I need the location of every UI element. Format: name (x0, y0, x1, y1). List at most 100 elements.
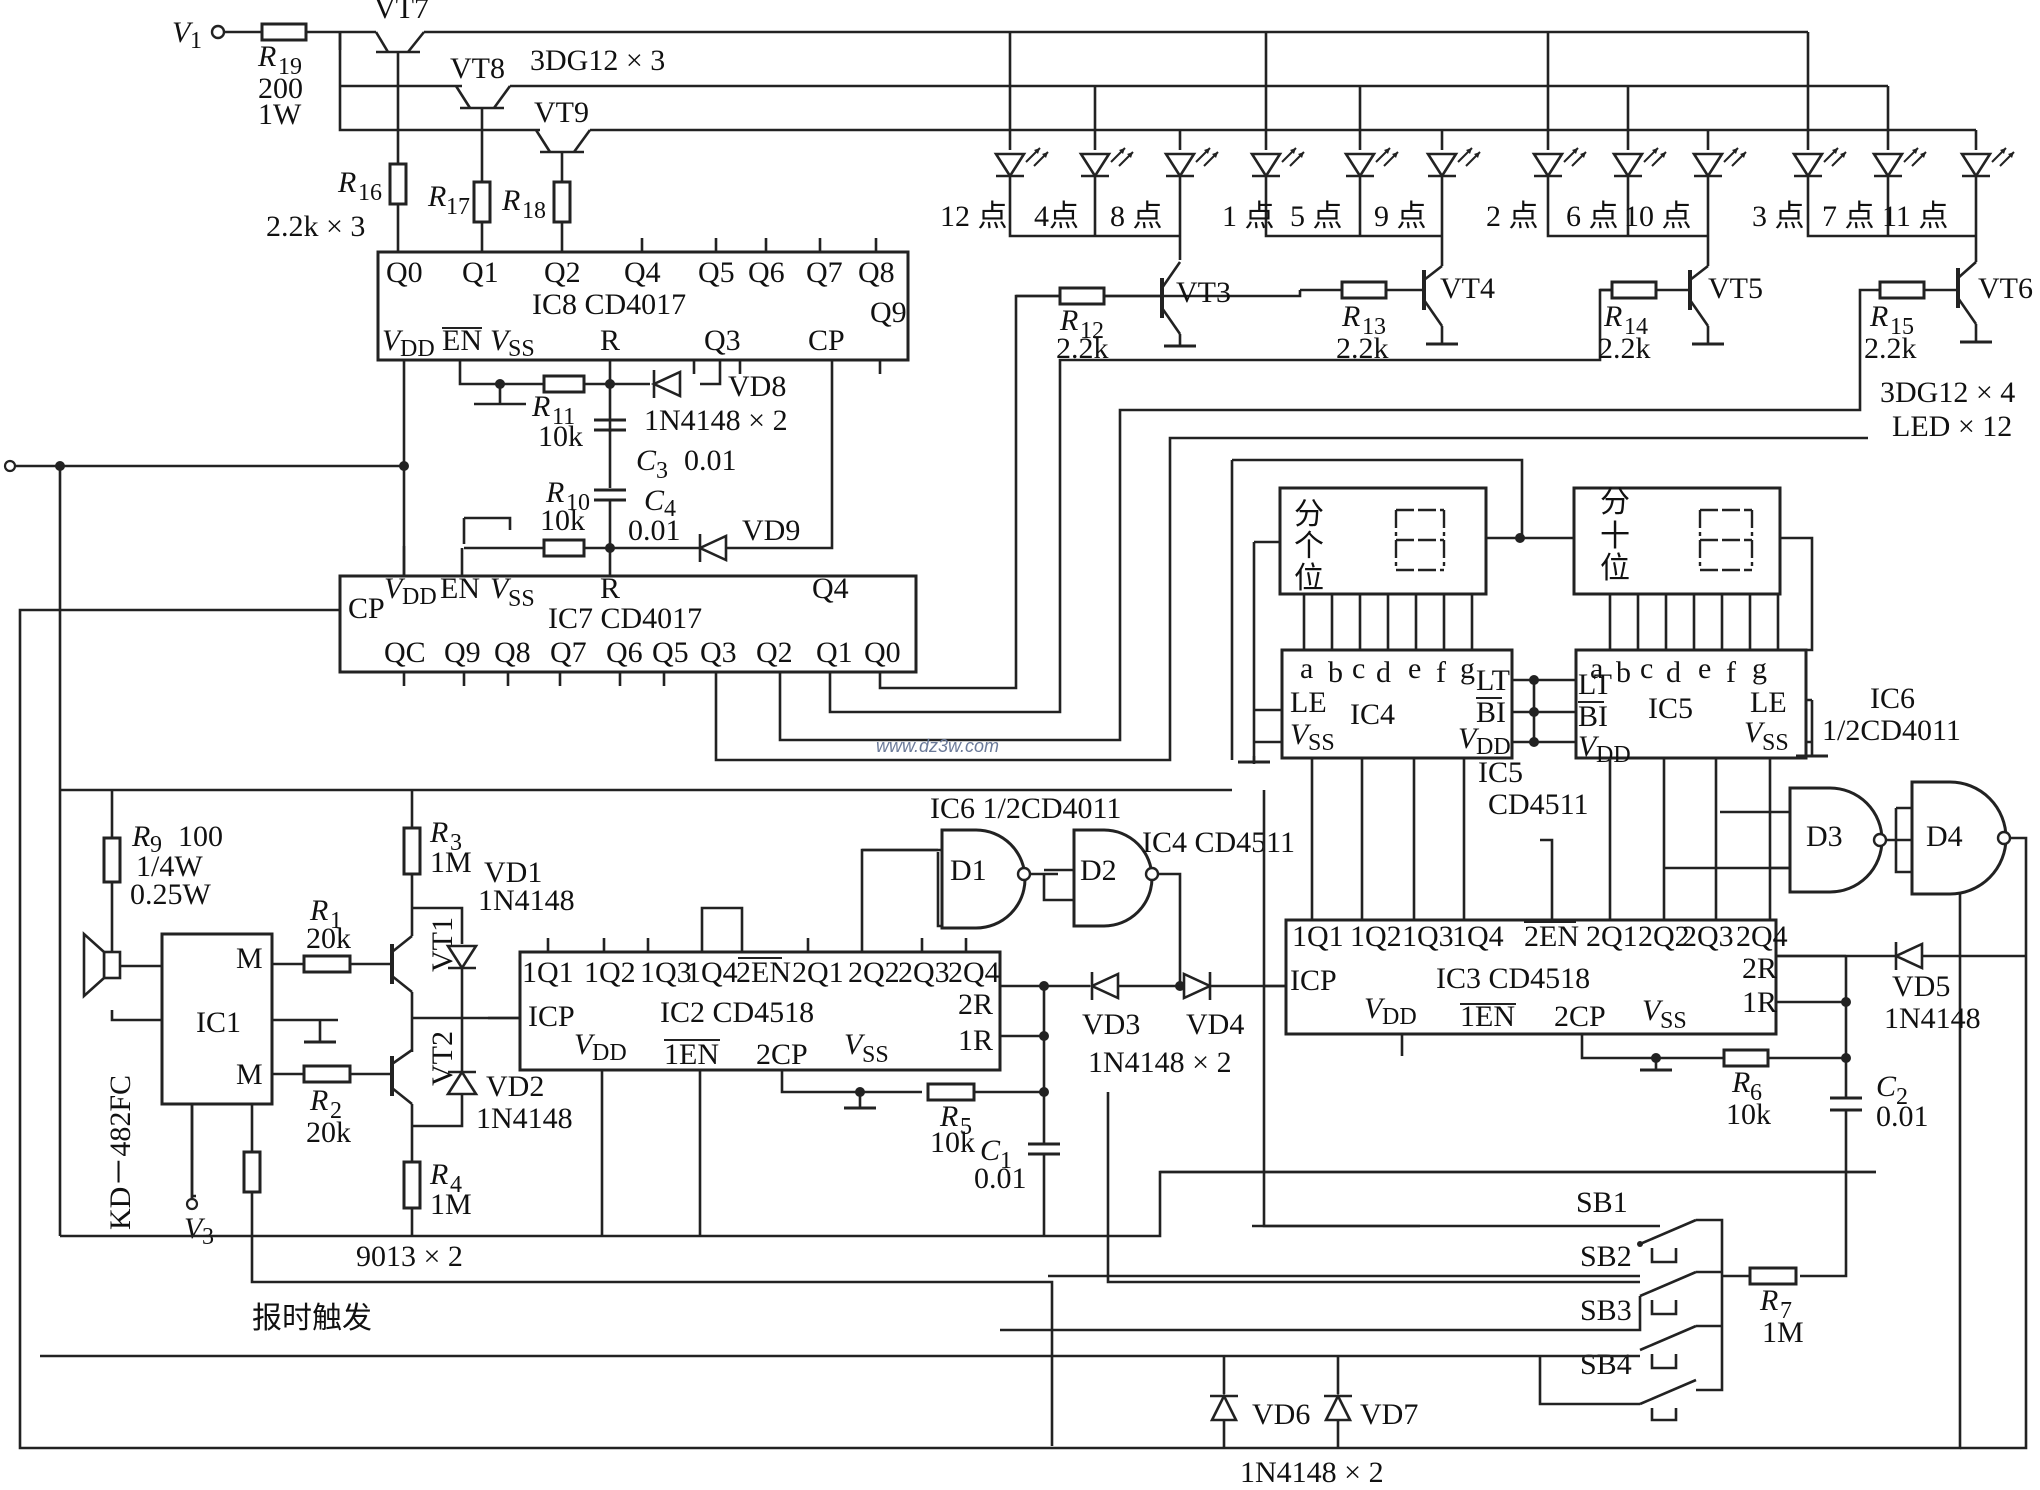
svg-text:IC2 CD4518: IC2 CD4518 (660, 996, 814, 1029)
vd4-diode (1182, 971, 1214, 1001)
svg-text:R: R (1341, 300, 1360, 333)
svg-text:Q6: Q6 (748, 256, 785, 289)
svg-text:SS: SS (1308, 730, 1335, 756)
svg-text:R: R (501, 184, 520, 217)
svg-text:R: R (531, 390, 550, 423)
svg-text:R: R (1731, 1066, 1750, 1099)
svg-text:2Q2: 2Q2 (1638, 920, 1690, 953)
sb2-switch[interactable] (1639, 1270, 1697, 1316)
svg-text:1N4148: 1N4148 (476, 1102, 573, 1135)
svg-text:2Q1: 2Q1 (792, 956, 844, 989)
svg-text:C: C (644, 484, 665, 517)
seven-seg-digit-1 (1394, 508, 1446, 572)
r9-resistor (102, 836, 122, 884)
svg-text:R: R (131, 820, 150, 853)
svg-text:1M: 1M (1762, 1316, 1804, 1349)
svg-text:C: C (1876, 1070, 1897, 1103)
svg-text:e: e (1698, 652, 1711, 685)
ic1-chip (160, 932, 274, 1106)
svg-text:IC5: IC5 (1478, 756, 1523, 789)
svg-text:f: f (1726, 656, 1736, 689)
svg-text:R: R (309, 1084, 328, 1117)
sb3-switch[interactable] (1639, 1324, 1697, 1370)
svg-text:5: 5 (960, 1114, 972, 1140)
svg-text:EN: EN (440, 572, 480, 605)
svg-text:DD: DD (592, 1040, 627, 1066)
svg-text:6: 6 (1750, 1080, 1762, 1106)
led-hour-labels: 12 点 4点 8 点 1 点 5 点 9 点 2 点 6 点 10 点 3 点… (940, 200, 1948, 233)
svg-text:DD: DD (1382, 1004, 1417, 1030)
svg-text:DD: DD (400, 336, 435, 362)
seven-seg-digit-2 (1698, 508, 1754, 572)
svg-text:IC7 CD4017: IC7 CD4017 (548, 602, 702, 635)
vt9-transistor (534, 129, 592, 182)
svg-text:SS: SS (862, 1042, 889, 1068)
svg-text:IC6 1/2CD4011: IC6 1/2CD4011 (930, 792, 1121, 825)
svg-text:分: 分 (1600, 486, 1630, 519)
svg-text:VT7: VT7 (374, 0, 429, 25)
svg-text:1/2CD4011: 1/2CD4011 (1822, 714, 1961, 747)
svg-text:M: M (236, 1058, 263, 1091)
svg-text:DD: DD (1476, 734, 1511, 760)
svg-text:2EN: 2EN (1524, 920, 1579, 953)
led-8 (1164, 146, 1220, 178)
svg-text:Q6: Q6 (606, 636, 643, 669)
svg-text:1N4148 × 2: 1N4148 × 2 (644, 404, 788, 437)
svg-text:VT2: VT2 (426, 1031, 459, 1086)
svg-text:10k: 10k (930, 1126, 975, 1159)
svg-text:c: c (1352, 652, 1365, 685)
svg-text:200: 200 (258, 72, 303, 105)
svg-text:LE: LE (1290, 686, 1327, 719)
sb1-switch[interactable] (1637, 1218, 1697, 1264)
vt2-transistor (390, 1048, 413, 1106)
vd7-diode (1323, 1393, 1353, 1422)
svg-text:0.01: 0.01 (974, 1162, 1027, 1195)
r17-resistor (472, 180, 492, 224)
r15-resistor (1878, 280, 1926, 300)
svg-text:D2: D2 (1080, 854, 1117, 887)
svg-text:VD8: VD8 (728, 370, 786, 403)
r6-resistor (1722, 1048, 1770, 1068)
svg-text:VT5: VT5 (1708, 272, 1763, 305)
vd6-diode (1209, 1393, 1239, 1422)
d1-nand-gate (940, 828, 1027, 930)
led-2 (1532, 146, 1588, 178)
svg-text:2Q3: 2Q3 (1682, 920, 1734, 953)
svg-text:9: 9 (150, 832, 162, 858)
ic7-bottom-pins: QC Q9 Q8 Q7 Q6 Q5 Q3 Q2 Q1 Q0 (384, 636, 901, 669)
svg-text:SB1: SB1 (1576, 1186, 1628, 1219)
r2-resistor (302, 1064, 352, 1084)
led-6 (1612, 146, 1668, 178)
svg-text:1Q1: 1Q1 (1292, 920, 1344, 953)
svg-text:2Q1: 2Q1 (1586, 920, 1638, 953)
svg-text:R: R (600, 324, 620, 357)
svg-text:0.01: 0.01 (684, 444, 737, 477)
r13-resistor (1340, 280, 1388, 300)
svg-text:IC1: IC1 (196, 1006, 241, 1039)
svg-text:R: R (429, 816, 448, 849)
svg-text:2.2k: 2.2k (1056, 332, 1109, 365)
svg-text:2R: 2R (958, 988, 993, 1021)
svg-text:www.dz3w.com: www.dz3w.com (876, 736, 999, 756)
svg-text:b: b (1328, 656, 1343, 689)
svg-text:R: R (337, 166, 356, 199)
svg-text:D4: D4 (1926, 820, 1963, 853)
svg-text:VT6: VT6 (1978, 272, 2033, 305)
led-7 (1872, 146, 1928, 178)
svg-text:2.2k: 2.2k (1598, 332, 1651, 365)
svg-text:V: V (384, 572, 406, 605)
vd9-diode (696, 533, 728, 563)
led-3 (1792, 146, 1848, 178)
ic2-top-pins: 1Q1 1Q2 1Q3 1Q4 2EN 2Q1 2Q2 2Q3 2Q4 (522, 956, 1000, 989)
svg-text:2 点: 2 点 (1486, 200, 1539, 233)
svg-text:2Q2: 2Q2 (848, 956, 900, 989)
svg-text:1N4148 × 2: 1N4148 × 2 (1240, 1456, 1384, 1489)
svg-text:1: 1 (330, 908, 342, 934)
sb4-switch[interactable] (1639, 1378, 1697, 1422)
r4-resistor (402, 1160, 422, 1210)
svg-text:D1: D1 (950, 854, 987, 887)
svg-text:R: R (257, 40, 276, 73)
ic2-cd4518 (518, 950, 1002, 1072)
svg-text:Q7: Q7 (806, 256, 843, 289)
